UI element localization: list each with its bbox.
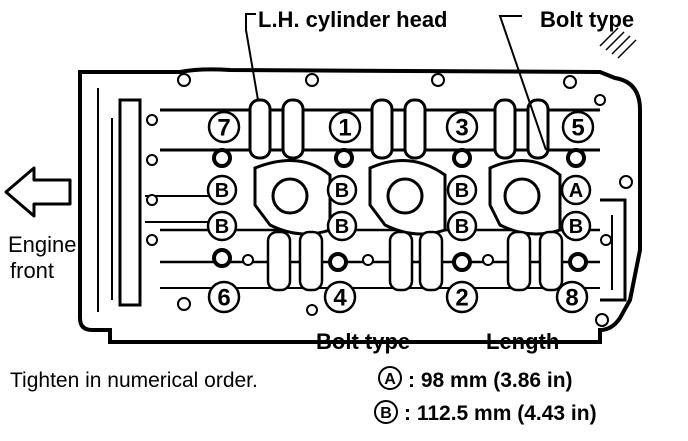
sequence-number-5: 5 [571,115,584,142]
engine-front-arrow-icon [4,166,72,218]
combustion-chambers [253,158,562,236]
bolt-type-letter-ring [446,210,478,242]
bolt-type-letter-ring [446,174,478,206]
sequence-number-7-ring [207,110,241,144]
sequence-number-8-ring [555,280,589,314]
bolt-type-top-label: Bolt type [540,7,634,32]
bolt-type-letter: B [455,216,469,238]
sequence-bottom-row: 6 4 2 8 [207,280,589,314]
legend: A : 98 mm (3.86 in) B : 112.5 mm (4.43 i… [374,366,597,425]
legend-type-a-badge: A [384,371,396,388]
length-label: Length [486,329,559,354]
bolt-type-letter-ring [206,174,238,206]
cam-lobes [248,98,550,160]
head-outline [78,67,642,344]
washer-bolts [212,148,588,272]
engine-label: Engine [8,232,77,257]
bolt-type-letter-ring [560,174,592,206]
bolt-type-bottom-label: Bolt type [316,329,410,354]
hatched-patch [599,27,637,59]
bolt-type-letter: A [569,180,583,202]
sequence-top-row: 7 1 3 5 [207,110,595,144]
legend-type-a-text: : 98 mm (3.86 in) [408,369,573,392]
sequence-number-8: 8 [565,285,578,312]
instruction-text: Tighten in numerical order. [10,369,258,392]
sequence-number-7: 7 [217,115,230,142]
bolt-type-letter-ring [326,174,358,206]
sequence-number-1-ring [328,110,362,144]
bolt-type-letter: B [215,216,229,238]
sequence-number-6-ring [207,280,241,314]
bolt-type-letter-ring [560,210,592,242]
sequence-number-1: 1 [338,115,351,142]
sequence-number-2-ring [445,280,479,314]
legend-type-b-text: : 112.5 mm (4.43 in) [404,402,597,425]
bolt-type-letter: B [335,216,349,238]
front-label: front [10,258,54,283]
sequence-number-5-ring [561,110,595,144]
legend-type-b-badge: B [380,405,392,422]
sequence-number-4: 4 [333,285,347,312]
small-bolts [146,73,633,327]
sequence-number-6: 6 [217,285,230,312]
cylinder-head-label: L.H. cylinder head [258,7,448,32]
bolt-type-letter: B [569,216,583,238]
sequence-number-3: 3 [455,115,468,142]
bolt-type-letter: B [335,180,349,202]
valve-rockers [266,230,564,292]
bolt-type-letter: B [455,180,469,202]
sequence-number-2: 2 [455,285,468,312]
sequence-number-4-ring [323,280,357,314]
bolt-type-letter-ring [326,210,358,242]
leader-lines [245,13,547,151]
bolt-type-letter: B [215,180,229,202]
sequence-number-3-ring [445,110,479,144]
bolt-type-letter-ring [206,210,238,242]
